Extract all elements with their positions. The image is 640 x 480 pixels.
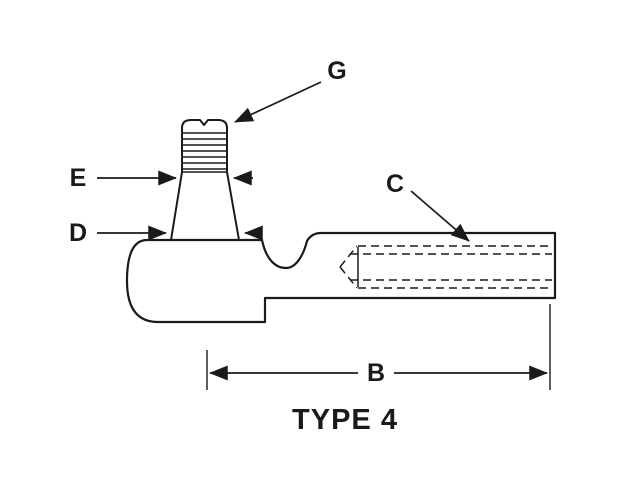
bore-tip-upper — [339, 245, 358, 268]
taper-left-edge — [170, 171, 183, 241]
label-d: D — [69, 219, 87, 247]
body-outline — [125, 231, 557, 324]
stud-outline — [181, 119, 228, 172]
label-b: B — [367, 359, 385, 387]
label-g: G — [327, 57, 346, 85]
leader-line-c — [410, 190, 470, 242]
label-c: C — [386, 170, 404, 198]
stud-threads — [182, 132, 227, 173]
bore-tip-lower — [339, 266, 358, 289]
internal-thread-hidden-lines — [339, 245, 552, 289]
diagram-title: TYPE 4 — [292, 404, 398, 436]
part-outline-group — [125, 119, 557, 324]
taper-right-edge — [226, 171, 240, 241]
callouts-group: G E D C B — [69, 57, 551, 390]
leader-line-g — [234, 81, 322, 123]
label-e: E — [70, 164, 87, 192]
